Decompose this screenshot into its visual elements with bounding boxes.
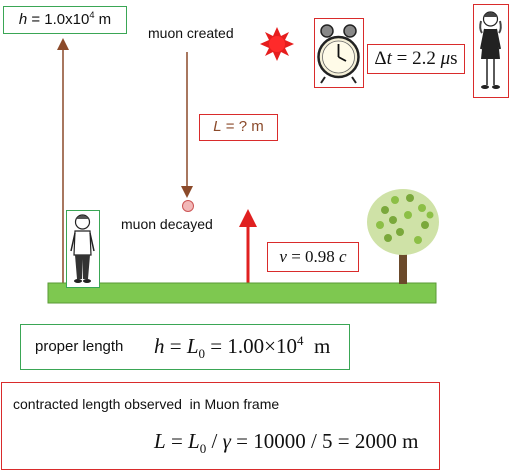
velocity-box: v = 0.98 c <box>267 242 359 272</box>
time-dilation-box: Δt = 2.2 μs <box>367 44 465 74</box>
proper-eq1: = <box>164 334 187 358</box>
proper-length-label: proper length <box>35 338 124 355</box>
muon-decayed-label: muon decayed <box>121 216 213 232</box>
velocity-var: v <box>279 247 287 266</box>
observer-boy-box <box>66 210 100 288</box>
length-rest: = ? m <box>221 118 264 135</box>
time-var: t <box>386 48 392 69</box>
contracted-sub0: 0 <box>199 441 207 457</box>
muon-particle <box>182 200 194 212</box>
height-var: h <box>18 11 28 28</box>
ground <box>47 282 437 304</box>
micro-symbol: μ <box>440 48 451 69</box>
proper-sub0: 0 <box>198 346 206 362</box>
seconds-unit: s <box>450 48 458 69</box>
proper-h: h <box>154 334 165 358</box>
length-var: L <box>213 118 222 135</box>
girl-figure-icon <box>479 11 502 89</box>
clock-box <box>314 18 364 88</box>
velocity-eq: = 0.98 <box>286 247 340 266</box>
proper-unit: m <box>303 334 331 358</box>
contracted-length-label: contracted length observed in Muon frame <box>13 396 280 412</box>
contracted-length-box: contracted length observed in Muon frame… <box>1 382 440 470</box>
contracted-eq1: = <box>165 429 189 453</box>
contracted-slash: / <box>206 429 223 453</box>
proper-exp: 4 <box>296 333 304 348</box>
contracted-length-equation: L = L0 / γ = 10000 / 5 = 2000 m <box>154 429 419 457</box>
height-unit: m <box>94 11 112 28</box>
proper-length-equation: h = L0 = 1.00×104 m <box>154 333 331 362</box>
proper-eq2: = 1.00×10 <box>205 334 297 358</box>
gamma-symbol: γ <box>222 429 231 453</box>
boy-figure-icon <box>70 214 95 283</box>
contracted-L0: L <box>188 429 200 453</box>
delta-symbol: Δ <box>374 48 387 69</box>
height-eq: = 1.0x10 <box>27 11 90 28</box>
tree-icon <box>367 189 439 284</box>
alarm-clock-icon <box>317 24 360 84</box>
contracted-rest: = 10000 / 5 = 2000 m <box>230 429 419 453</box>
muon-creation-burst-icon <box>260 27 294 61</box>
unknown-length-box: L = ? m <box>199 114 278 141</box>
muon-created-label: muon created <box>148 25 234 41</box>
time-eq: = 2.2 <box>391 48 441 69</box>
contracted-L: L <box>154 429 166 453</box>
observer-girl-box <box>473 4 509 98</box>
proper-length-box: proper length h = L0 = 1.00×104 m <box>20 324 350 370</box>
light-speed-symbol: c <box>339 247 347 266</box>
height-exp: 4 <box>89 10 95 20</box>
height-label-box: h = 1.0x104 m <box>3 6 127 34</box>
proper-L: L <box>186 334 199 358</box>
